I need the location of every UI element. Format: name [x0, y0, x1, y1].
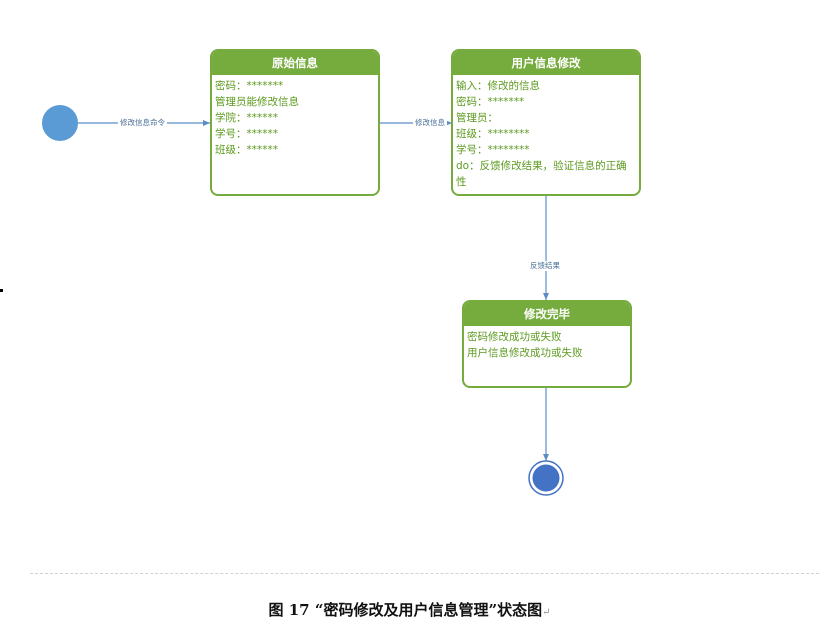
state-line: 学院：****** — [215, 112, 278, 124]
final-node — [528, 460, 564, 496]
state-original-info: 原始信息 密码：******* 管理员能修改信息 学院：****** 学号：**… — [210, 49, 380, 196]
state-line: 学号：******** — [456, 144, 530, 156]
state-body: 密码：******* 管理员能修改信息 学院：****** 学号：****** … — [212, 75, 378, 158]
state-modify-complete: 修改完毕 密码修改成功或失败 用户信息修改成功或失败 — [462, 300, 632, 388]
state-user-info-modify: 用户信息修改 输入：修改的信息 密码：******* 管理员： 班级：*****… — [451, 49, 641, 196]
caption-text: 图 17 “密码修改及用户信息管理”状态图 — [268, 601, 543, 619]
initial-node — [42, 105, 78, 141]
state-line: 学号：****** — [215, 128, 278, 140]
page-separator — [30, 573, 819, 574]
state-line: 密码修改成功或失败 — [467, 331, 562, 343]
state-line: 班级：****** — [215, 144, 278, 156]
figure-caption: 图 17 “密码修改及用户信息管理”状态图↵ — [0, 599, 819, 620]
margin-mark — [0, 289, 3, 292]
state-line: 输入：修改的信息 — [456, 80, 540, 92]
state-line: 密码：******* — [456, 96, 525, 108]
edge-label-modify-to-done: 反馈结果 — [528, 261, 562, 271]
state-title: 用户信息修改 — [453, 51, 639, 75]
state-line: 用户信息修改成功或失败 — [467, 347, 583, 359]
state-line: 班级：******** — [456, 128, 530, 140]
state-line: 密码：******* — [215, 80, 284, 92]
state-line: 管理员能修改信息 — [215, 96, 299, 108]
state-title: 原始信息 — [212, 51, 378, 75]
state-body: 输入：修改的信息 密码：******* 管理员： 班级：******** 学号：… — [453, 75, 639, 190]
state-body: 密码修改成功或失败 用户信息修改成功或失败 — [464, 326, 630, 361]
paragraph-mark: ↵ — [542, 607, 551, 618]
state-line: do：反馈修改结果，验证信息的正确性 — [456, 160, 627, 188]
state-line: 管理员： — [456, 112, 498, 124]
state-title: 修改完毕 — [464, 302, 630, 326]
edge-label-start-to-original: 修改信息命令 — [118, 118, 167, 128]
edge-label-original-to-modify: 修改信息 — [413, 118, 447, 128]
